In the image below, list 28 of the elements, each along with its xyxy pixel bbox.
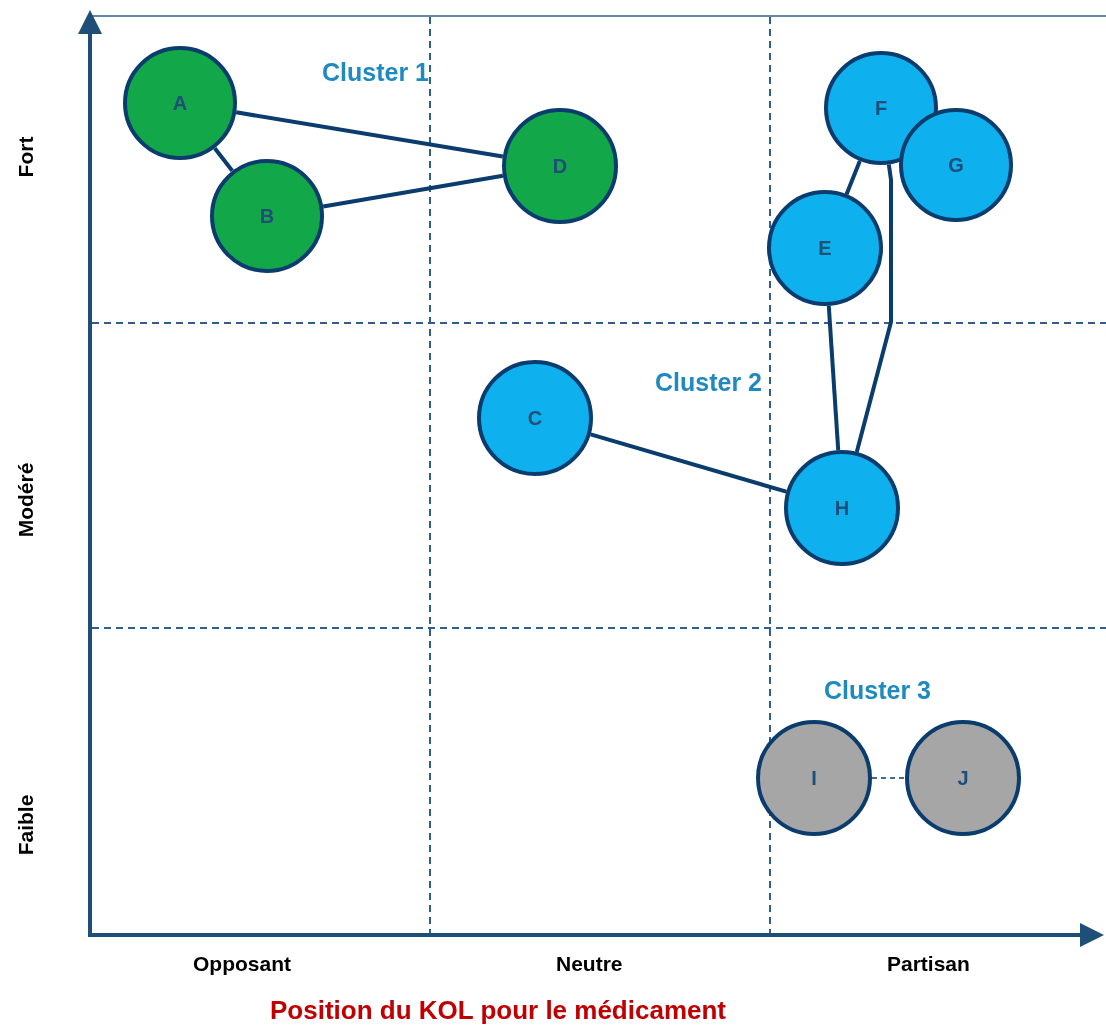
x-axis-category: Opposant [193,952,291,976]
node-letter: G [948,153,964,177]
connector-line [213,146,234,173]
connector-line [871,777,906,779]
x-axis-category: Partisan [887,952,970,976]
node-letter: H [834,496,850,520]
x-axis-category: Neutre [556,952,623,976]
connector-line [590,432,787,494]
node-letter: C [527,406,543,430]
node-letter: E [818,236,832,260]
cluster-label: Cluster 3 [824,676,931,705]
node-letter: F [874,96,888,120]
node-letter: D [552,154,568,178]
y-axis-category: Modéré [13,462,38,538]
node-letter: A [172,91,188,115]
node-letter: I [811,766,817,790]
connector-line [826,305,841,451]
y-axis-category: Faible [13,794,38,856]
x-axis-title: Position du KOL pour le médicament [270,995,726,1026]
cluster-label: Cluster 2 [655,368,762,397]
node-letter: J [957,766,969,790]
y-axis-category: Fort [13,136,38,178]
node-letter: B [259,204,275,228]
connector-line [322,173,504,209]
cluster-label: Cluster 1 [322,58,429,87]
connector-line [235,110,504,159]
connector-line [854,164,893,453]
connector-line [844,160,862,195]
